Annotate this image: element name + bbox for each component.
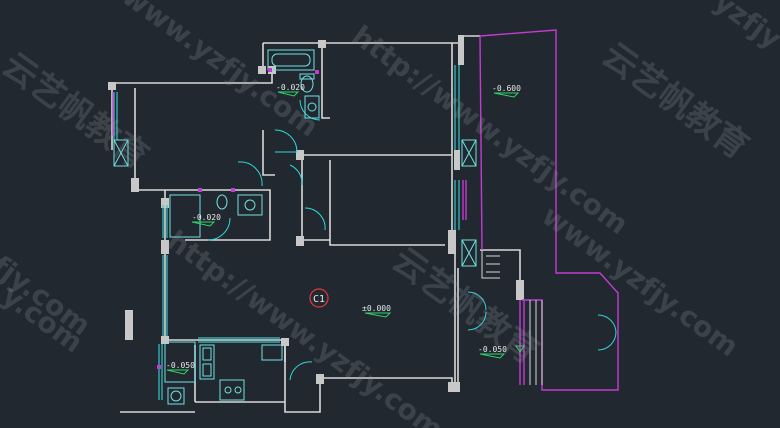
- marker-dots: [157, 68, 319, 369]
- balcony-steps: [481, 250, 543, 385]
- level-label-bath-mid: -0.020: [192, 213, 221, 222]
- level-label-main: ±0.000: [362, 304, 391, 313]
- level-label-balcony-top: -0.600: [492, 84, 521, 93]
- fixtures: [113, 49, 477, 405]
- level-label-bath-top: -0.020: [276, 83, 305, 92]
- grid-marker-label: C1: [313, 294, 325, 305]
- doors: [207, 99, 617, 381]
- grid-marker: C1: [309, 288, 329, 308]
- level-markers: [166, 91, 525, 375]
- level-label-lower-balcony: -0.050: [478, 345, 507, 354]
- windows: [113, 65, 460, 400]
- level-label-kitchen: -0.050: [166, 361, 195, 370]
- wall-columns: [108, 35, 524, 392]
